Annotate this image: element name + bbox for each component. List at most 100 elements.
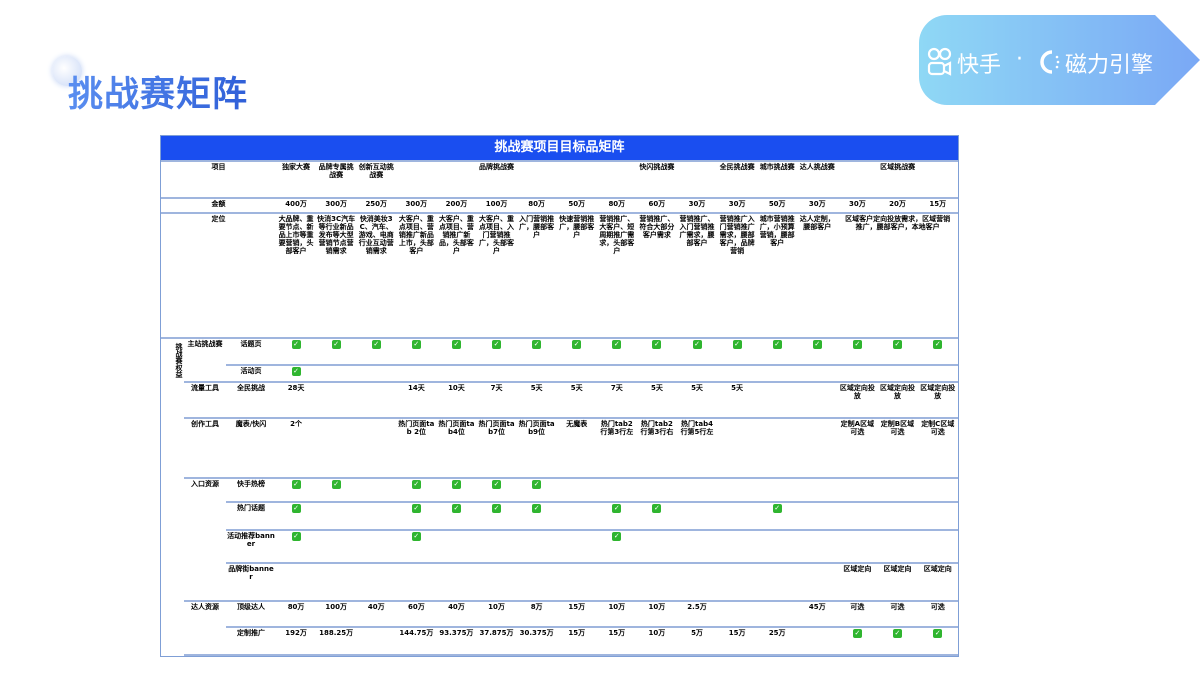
price-cell: 250万	[356, 198, 397, 214]
check-cell: ✓	[757, 502, 798, 531]
price-cell: 60万	[636, 198, 677, 214]
position-cell: 达人定制，腰部客户	[797, 213, 838, 339]
value-cell	[516, 563, 557, 602]
check-cell: ✓	[717, 338, 758, 366]
value-cell: 15万	[556, 601, 597, 628]
value-cell	[797, 563, 838, 602]
value-cell	[877, 365, 918, 383]
value-cell	[396, 563, 437, 602]
value-cell	[797, 502, 838, 531]
value-cell	[757, 530, 798, 564]
value-cell	[476, 530, 517, 564]
price-cell: 400万	[276, 198, 317, 214]
check-cell: ✓	[396, 338, 437, 366]
value-cell	[596, 478, 637, 503]
value-cell	[757, 478, 798, 503]
check-cell: ✓	[436, 338, 477, 366]
value-cell: 区域定向	[917, 563, 958, 602]
brand-magnetic-engine-text: 磁力引擎	[1065, 53, 1154, 78]
check-icon: ✓	[892, 340, 902, 349]
value-cell	[316, 365, 357, 383]
check-cell: ✓	[596, 530, 637, 564]
table-row: 入口资源快手热榜✓✓✓✓✓✓	[161, 478, 958, 602]
value-cell: 10万	[476, 601, 517, 628]
value-cell	[356, 530, 397, 564]
value-cell	[556, 478, 597, 503]
check-icon: ✓	[652, 340, 662, 349]
price-cell: 20万	[877, 198, 918, 214]
value-cell	[596, 365, 637, 383]
price-cell: 200万	[436, 198, 477, 214]
value-cell	[636, 478, 677, 503]
table-row: 项目独家大赛品牌专属挑战赛创新互动挑战赛品牌挑战赛快闪挑战赛全民挑战赛城市挑战赛…	[161, 161, 958, 199]
check-cell: ✓	[396, 530, 437, 564]
price-cell: 30万	[676, 198, 718, 214]
value-cell	[717, 418, 758, 479]
check-cell: ✓	[276, 365, 317, 383]
value-cell	[797, 382, 838, 419]
price-cell: 300万	[396, 198, 437, 214]
header-label: 项目	[161, 161, 277, 199]
check-cell: ✓	[877, 627, 918, 656]
value-cell: 热门页面tab9位	[516, 418, 557, 479]
position-cell: 营销推广入门营销推广需求，腰部客户，品牌营销	[717, 213, 758, 339]
row-label: 魔表/快闪	[226, 418, 277, 479]
check-cell: ✓	[396, 502, 437, 531]
row-label: 顶级达人	[226, 601, 277, 628]
price-label: 金额	[161, 198, 277, 214]
check-icon: ✓	[451, 340, 461, 349]
value-cell	[837, 478, 878, 503]
value-cell	[596, 563, 637, 602]
value-cell: 区域定向	[877, 563, 918, 602]
column-group-header: 区域挑战赛	[837, 161, 958, 199]
check-cell: ✓	[917, 627, 958, 656]
check-cell: ✓	[877, 338, 918, 366]
position-cell: 区域客户定向投放需求，区域营销推广，腰部客户，本地客户	[837, 213, 958, 339]
value-cell	[636, 563, 677, 602]
value-cell	[316, 502, 357, 531]
position-cell: 大客户、重点项目、营销推广新品上市，头部客户	[396, 213, 437, 339]
value-cell: 45万	[797, 601, 838, 628]
check-cell: ✓	[837, 338, 878, 366]
value-cell: 可选	[917, 601, 958, 628]
magnetic-engine-icon	[1040, 50, 1053, 74]
value-cell	[556, 530, 597, 564]
value-cell	[276, 563, 317, 602]
value-cell	[717, 530, 758, 564]
check-icon: ✓	[492, 480, 502, 489]
price-cell: 15万	[917, 198, 958, 214]
value-cell: 28天	[276, 382, 317, 419]
column-group-header: 达人挑战赛	[797, 161, 838, 199]
value-cell: 40万	[356, 601, 397, 628]
table-row: 挑战赛权益主站挑战赛话题页✓✓✓✓✓✓✓✓✓✓✓✓✓✓✓✓✓	[161, 338, 958, 383]
price-cell: 80万	[516, 198, 557, 214]
check-icon: ✓	[331, 340, 341, 349]
price-cell: 300万	[316, 198, 357, 214]
position-cell: 快速营销推广，腰部客户	[556, 213, 597, 339]
table-row: 活动推荐banner✓✓✓	[161, 530, 958, 564]
value-cell: 5天	[516, 382, 557, 419]
value-cell	[356, 478, 397, 503]
value-cell	[516, 530, 557, 564]
row-group-label: 达人资源	[184, 601, 226, 656]
table-row: 定位大品牌、重要节点、新品上市等重要营销，头部客户快消3C汽车等行业新品发布等大…	[161, 213, 958, 339]
price-cell: 80万	[596, 198, 637, 214]
value-cell	[556, 563, 597, 602]
value-cell	[636, 530, 677, 564]
check-cell: ✓	[516, 502, 557, 531]
decorative-circle	[52, 56, 82, 86]
price-cell: 30万	[717, 198, 758, 214]
check-icon: ✓	[612, 340, 622, 349]
value-cell: 192万	[276, 627, 317, 656]
position-cell: 城市营销推广，小预算营销，腰部客户	[757, 213, 798, 339]
value-cell: 10万	[596, 601, 637, 628]
value-cell	[917, 502, 958, 531]
check-icon: ✓	[612, 532, 622, 541]
value-cell	[356, 365, 397, 383]
value-cell: 热门页面tab4位	[436, 418, 477, 479]
check-icon: ✓	[572, 340, 582, 349]
row-label: 全民挑战	[226, 382, 277, 419]
value-cell: 定制A区域可选	[837, 418, 878, 479]
